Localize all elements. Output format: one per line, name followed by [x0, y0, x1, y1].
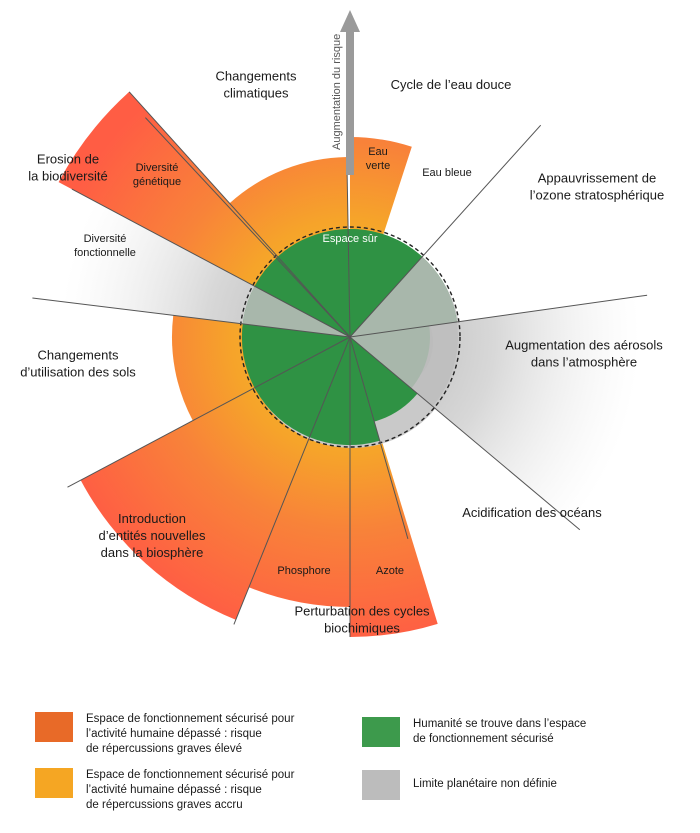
legend-swatch-increasing-risk — [35, 768, 73, 798]
divider-line — [233, 336, 351, 625]
divider-line — [349, 124, 542, 338]
safe-area-wedge — [350, 337, 418, 422]
divider-line — [349, 336, 409, 540]
legend-text-undefined: Limite planétaire non définie — [413, 778, 557, 790]
label-phosphorus: Phosphore — [277, 565, 330, 577]
legend: Espace de fonctionnement sécurisé pour l… — [0, 690, 700, 833]
divider-line — [71, 188, 351, 338]
divider-line — [128, 91, 351, 338]
safe-boundary-circle — [239, 226, 461, 448]
divider-line — [349, 294, 648, 338]
divider-line — [67, 336, 351, 488]
label-blue-water: Eau bleue — [422, 167, 472, 179]
legend-swatch-high-risk — [35, 712, 73, 742]
legend-item-undefined: Limite planétaire non définie — [362, 770, 557, 800]
risk-axis-label: Augmentation du risque — [331, 34, 343, 150]
undefined-area-wedge — [350, 256, 457, 337]
legend-text-safe: Humanité se trouve dans l’espace de fonc… — [413, 718, 587, 745]
legend-swatch-undefined — [362, 770, 400, 800]
divider-line — [145, 117, 351, 338]
undefined-area-wedge — [242, 286, 350, 337]
label-freshwater-cycle: Cycle de l’eau douce — [391, 77, 512, 92]
safe-space-layer — [241, 228, 458, 446]
divider-line — [346, 166, 351, 338]
divider-line — [349, 336, 581, 531]
legend-swatch-safe — [362, 717, 400, 747]
planetary-boundaries-diagram: Augmentation du risque Espace sûr Change… — [20, 10, 664, 637]
risk-arrow-shaft — [346, 30, 354, 175]
undefined-area-wedge — [350, 322, 458, 407]
legend-item-high-risk: Espace de fonctionnement sécurisé pour l… — [35, 712, 294, 757]
legend-text-high-risk: Espace de fonctionnement sécurisé pour l… — [86, 713, 295, 755]
legend-item-increasing-risk: Espace de fonctionnement sécurisé pour l… — [35, 768, 294, 813]
divider-lines — [32, 91, 648, 637]
safe-space-label: Espace sûr — [322, 233, 377, 245]
risk-arrow: Augmentation du risque — [331, 10, 360, 175]
legend-text-increasing-risk: Espace de fonctionnement sécurisé pour l… — [86, 769, 295, 811]
risk-arrow-head — [340, 10, 360, 32]
label-nitrogen: Azote — [376, 565, 404, 577]
safe-area-wedge — [350, 228, 423, 337]
divider-line — [32, 297, 351, 338]
label-ocean-acidification: Acidification des océans — [462, 505, 602, 520]
legend-item-safe: Humanité se trouve dans l’espace de fonc… — [362, 717, 586, 747]
